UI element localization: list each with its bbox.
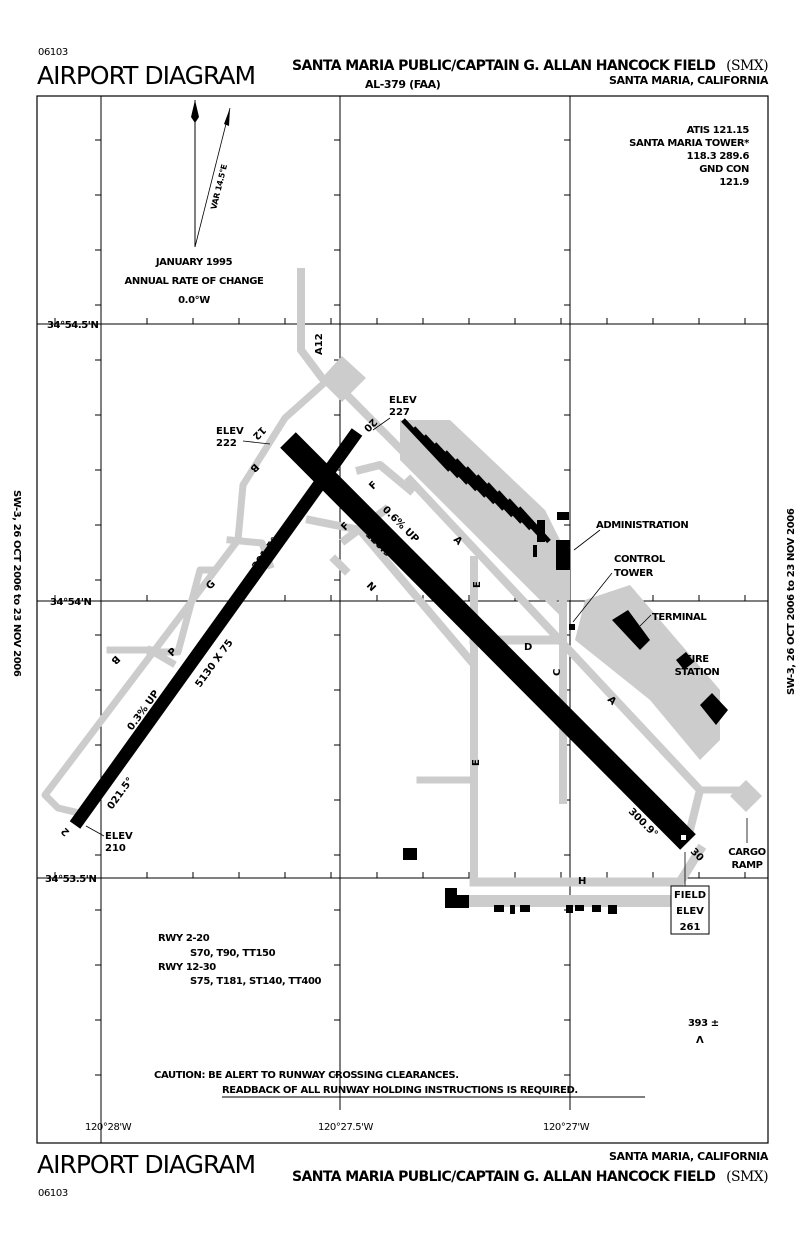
caution-line-1: CAUTION: BE ALERT TO RUNWAY CROSSING CLE… <box>154 1070 459 1081</box>
taxiway-a12: A12 <box>314 333 325 355</box>
runway-end-12: 12 <box>250 424 268 442</box>
atis-frequency: ATIS 121.15 <box>687 125 750 136</box>
terminal-apron <box>575 585 720 760</box>
elev-label: ELEV <box>216 426 244 437</box>
frequency-block: ATIS 121.15 SANTA MARIA TOWER* 118.3 289… <box>629 125 750 188</box>
run-up-pad <box>320 356 366 402</box>
lat-label: 34°53.5'N <box>45 874 96 885</box>
elev-value: 222 <box>216 438 237 449</box>
taxiway-n: N <box>364 580 378 594</box>
obstacle-height: 393 ± <box>688 1018 719 1029</box>
rwy-2-20-label: RWY 2-20 <box>158 933 210 944</box>
cargo-ramp-pad <box>730 780 762 812</box>
south-apron <box>460 895 690 907</box>
buildings <box>403 512 728 914</box>
control-tower-label: TOWER <box>614 568 654 579</box>
fire-station-label: FIRE <box>685 654 709 665</box>
administration-label: ADMINISTRATION <box>596 520 688 531</box>
diagram-frame <box>36 95 769 1144</box>
terminal-building <box>612 610 650 650</box>
lon-label: 120°28'W <box>85 1122 132 1133</box>
fire-station-label: STATION <box>675 667 720 678</box>
magnetic-variation: VAR 14.5°E <box>209 164 229 211</box>
footer-location: SANTA MARIA, CALIFORNIA <box>609 1150 769 1163</box>
lat-label: 34°54'N <box>50 597 91 608</box>
taxiway-e: E <box>471 759 482 766</box>
diagram-heading: AIRPORT DIAGRAM <box>37 61 255 90</box>
airport-location: SANTA MARIA, CALIFORNIA <box>609 74 769 87</box>
airport-id: (SMX) <box>726 58 768 74</box>
field-elev-value: 261 <box>680 922 701 933</box>
runway-12-30-dimensions: 6304 X 150 <box>506 659 559 712</box>
administration-building <box>556 540 570 570</box>
cargo-ramp-label: RAMP <box>731 860 762 871</box>
elev-value: 210 <box>105 843 126 854</box>
taxiway-d: D <box>524 642 532 653</box>
fire-station-building <box>676 652 694 670</box>
obstacle-symbol: Λ <box>696 1035 704 1046</box>
effective-dates-right: SW-3, 26 OCT 2006 to 23 NOV 2006 <box>786 508 797 695</box>
north-arrow-icon <box>191 100 231 248</box>
footer-airport-name: SANTA MARIA PUBLIC/CAPTAIN G. ALLAN HANC… <box>292 1169 715 1185</box>
rwy-12-30-weights: S75, T181, ST140, TT400 <box>190 976 322 987</box>
lon-label: 120°27.5'W <box>318 1122 374 1133</box>
hangar-building <box>700 693 728 725</box>
runway-end-20: 20 <box>361 416 379 434</box>
tower-frequency: 118.3 289.6 <box>687 151 750 162</box>
caution-line-2: READBACK OF ALL RUNWAY HOLDING INSTRUCTI… <box>222 1085 578 1096</box>
taxiway-f: F <box>367 480 380 493</box>
lat-label: 34°54.5'N <box>47 320 98 331</box>
field-elevation-box <box>670 885 710 935</box>
taxiway-b: B <box>108 653 121 666</box>
runway-12-30 <box>280 432 696 850</box>
footer-heading: AIRPORT DIAGRAM <box>37 1150 255 1179</box>
chart-number: 06103 <box>38 47 68 58</box>
effective-dates-left: SW-3, 26 OCT 2006 to 23 NOV 2006 <box>11 490 22 677</box>
elev-label: ELEV <box>389 395 417 406</box>
rwy-2-20-weights: S70, T90, TT150 <box>190 948 276 959</box>
tower-label: SANTA MARIA TOWER* <box>629 138 750 149</box>
runway-2-20 <box>69 428 363 829</box>
control-tower-label: CONTROL <box>614 554 666 565</box>
rwy-12-30-label: RWY 12-30 <box>158 962 216 973</box>
taxiway-c: C <box>552 669 563 676</box>
taxiway-e: E <box>472 581 483 588</box>
hangar-rows <box>401 418 551 544</box>
elev-label: ELEV <box>105 831 133 842</box>
airport-name: SANTA MARIA PUBLIC/CAPTAIN G. ALLAN HANC… <box>292 58 715 74</box>
variation-date: JANUARY 1995 <box>155 257 233 268</box>
control-tower-building <box>569 624 575 630</box>
elev-value: 227 <box>389 407 410 418</box>
procedure-id: AL-379 (FAA) <box>365 78 441 91</box>
rate-of-change: 0.0°W <box>178 295 210 306</box>
lon-label: 120°27'W <box>543 1122 590 1133</box>
taxiway-h: H <box>578 876 586 887</box>
field-elev-label: ELEV <box>676 906 704 917</box>
footer-airport-id: (SMX) <box>726 1169 768 1185</box>
cargo-ramp-label: CARGO <box>728 847 766 858</box>
terminal-label: TERMINAL <box>652 612 707 623</box>
rate-of-change-label: ANNUAL RATE OF CHANGE <box>125 276 265 287</box>
runway-end-marker <box>681 835 686 840</box>
footer-chart-number: 06103 <box>38 1188 68 1199</box>
administration-building <box>557 512 569 520</box>
field-elev-label: FIELD <box>674 890 706 901</box>
weight-bearing-capacity: RWY 2-20 S70, T90, TT150 RWY 12-30 S75, … <box>158 933 322 987</box>
ground-label: GND CON <box>699 164 749 175</box>
ground-frequency: 121.9 <box>719 177 749 188</box>
runway-end-2: 2 <box>59 825 72 838</box>
